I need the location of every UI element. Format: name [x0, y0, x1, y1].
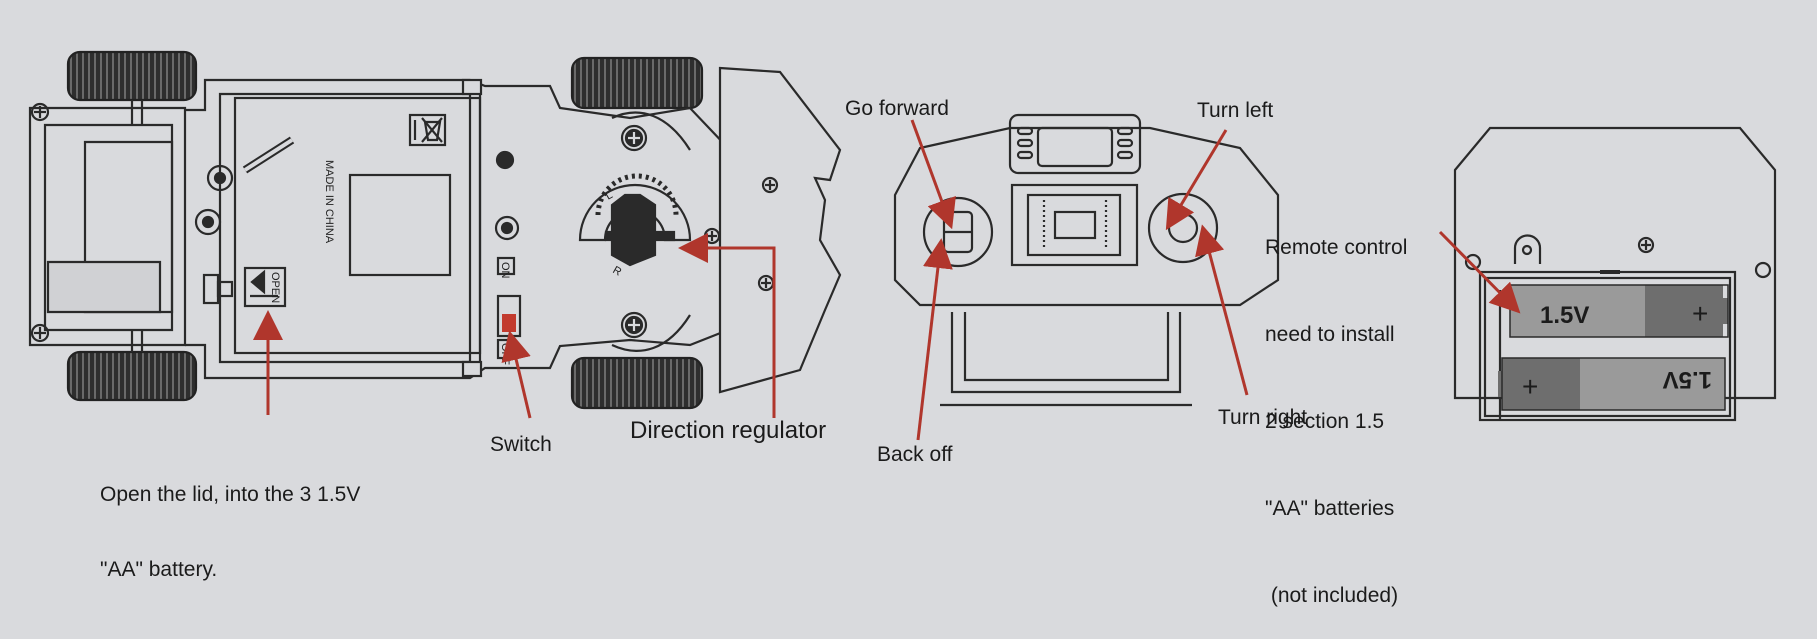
battery-bottom-plus: +: [1522, 371, 1538, 402]
turn-right-arrow: [1195, 224, 1249, 396]
battery-top-voltage: 1.5V: [1540, 302, 1589, 329]
car-pointer-arrows: [253, 233, 776, 419]
switch-caption: Switch: [490, 433, 552, 456]
mount-hole-icon: [1754, 261, 1772, 279]
battery-clip: [1513, 234, 1542, 264]
switch-off-label: OFF: [499, 343, 511, 365]
remote-note-line4: "AA" batteries: [1265, 497, 1395, 520]
mount-hole-icon: [1464, 253, 1482, 271]
sticker-panel: [348, 173, 452, 277]
screw-hole-icon: [495, 150, 515, 170]
rear-left-wheel: [66, 50, 198, 102]
switch-on-label: ON: [499, 262, 511, 279]
recycle-bin-icon: [408, 113, 447, 147]
screw-hole-icon: [206, 164, 234, 192]
car-bottom-view: [28, 50, 842, 410]
back-off-arrow: [916, 238, 953, 441]
remote-note-line3: 2 section 1.5: [1265, 410, 1385, 433]
front-bumper: [718, 66, 842, 394]
remote-back-view: [1453, 126, 1777, 422]
screw-icon: [703, 227, 721, 245]
screw-icon: [30, 323, 50, 343]
open-lid-caption: Open the lid, into the 3 1.5V "AA" batte…: [100, 432, 360, 607]
battery-top-plus: +: [1692, 298, 1708, 329]
front-left-wheel: [570, 56, 704, 110]
remote-pointer-arrows: [910, 119, 1249, 441]
regulator-arrow: [678, 233, 776, 418]
go-forward-arrow: [910, 119, 956, 230]
remote-body: [893, 126, 1280, 307]
open-stamp-label: OPEN: [269, 272, 281, 303]
screw-icon: [761, 176, 779, 194]
back-off-caption: Back off: [877, 443, 953, 466]
battery-bottom-voltage: 1.5V: [1663, 366, 1712, 393]
open-stamp: [243, 266, 287, 308]
battery-note-arrow: [1438, 230, 1521, 314]
lid-latch: [202, 273, 234, 305]
open-lid-caption-line2: "AA" battery.: [100, 558, 218, 581]
front-right-wheel: [570, 356, 704, 410]
screw-hole-icon: [494, 215, 520, 241]
open-lid-caption-line1: Open the lid, into the 3 1.5V: [100, 483, 361, 506]
lock-slider-icon: [242, 136, 295, 174]
screw-icon: [30, 102, 50, 122]
remote-back-body: [1453, 126, 1777, 400]
screw-hole-icon: [194, 208, 222, 236]
battery-lid: [233, 96, 482, 355]
remote-note-line1: Remote control: [1265, 236, 1408, 259]
screw-icon: [620, 311, 648, 339]
instruction-diagram: MADE IN CHINA OPEN ON OFF L R: [28, 50, 1777, 441]
left-joystick: [922, 196, 994, 268]
go-forward-caption: Go forward: [845, 97, 949, 120]
rear-right-wheel: [66, 350, 198, 402]
trim-block: [1010, 183, 1139, 267]
remote-front-view: [893, 113, 1280, 407]
remote-battery-section: [950, 312, 1182, 394]
battery-bottom: [1498, 357, 1726, 411]
turn-left-arrow: [1165, 129, 1228, 231]
turn-right-caption: Turn right: [1218, 406, 1308, 429]
remote-battery-note: Remote control need to install 2 section…: [1265, 175, 1407, 639]
remote-display: [1008, 113, 1142, 175]
dial-right-label: R: [611, 264, 624, 278]
direction-dial: [578, 173, 692, 267]
made-in-china-stamp: MADE IN CHINA: [323, 160, 335, 244]
turn-left-caption: Turn left: [1197, 99, 1274, 122]
battery-top: [1509, 284, 1729, 338]
screw-icon: [620, 124, 648, 152]
switch-arrow: [501, 330, 532, 419]
remote-note-line2: need to install: [1265, 323, 1395, 346]
remote-note-line5: (not included): [1265, 584, 1399, 607]
screw-icon: [1637, 236, 1655, 254]
screw-icon: [757, 274, 775, 292]
dial-left-label: L: [604, 189, 615, 202]
direction-regulator-caption: Direction regulator: [630, 417, 827, 444]
remote-display-grips: [1016, 126, 1134, 160]
